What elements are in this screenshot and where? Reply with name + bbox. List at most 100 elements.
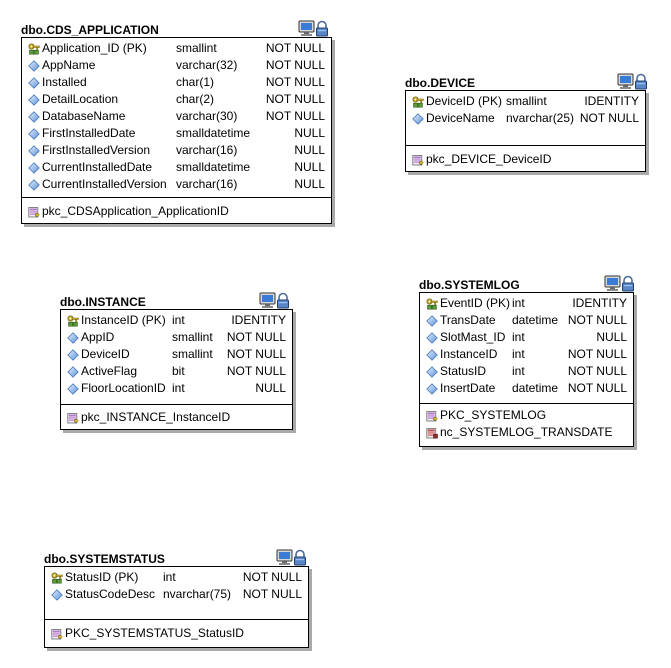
column-nullability: NOT NULL (567, 364, 627, 378)
column-type: varchar(30) (176, 109, 238, 123)
index-name: pkc_DEVICE_DeviceID (426, 152, 552, 166)
column-nullability: NULL (294, 160, 325, 174)
column-name: TransDate (440, 313, 496, 327)
column-name: EventID (PK) (440, 296, 511, 310)
separator (22, 197, 331, 198)
index-row[interactable]: nc_SYSTEMLOG_TRANSDATE (420, 424, 633, 441)
index-row[interactable]: pkc_INSTANCE_InstanceID (61, 409, 292, 426)
column-type: int (512, 347, 525, 361)
column-type: varchar(32) (176, 58, 238, 72)
column-name: DeviceID (81, 347, 130, 361)
primary-key-icon (51, 572, 63, 584)
primary-key-index-icon (426, 410, 438, 422)
index-name: pkc_INSTANCE_InstanceID (81, 410, 231, 424)
column-name: SlotMast_ID (440, 330, 506, 344)
column-name: CurrentInstalledDate (42, 160, 153, 174)
index-list: PKC_SYSTEMSTATUS_StatusID (45, 625, 308, 642)
column-name: Installed (42, 75, 87, 89)
column-icon (67, 383, 79, 395)
table-status-icon (276, 549, 308, 566)
column-name: AppID (81, 330, 115, 344)
column-icon (28, 162, 40, 174)
column-type: smalldatetime (176, 160, 251, 174)
column-nullability: IDENTITY (584, 94, 639, 108)
column-type: varchar(16) (176, 177, 238, 191)
column-nullability: NOT NULL (567, 381, 627, 395)
column-type: datetime (512, 313, 559, 327)
column-name: InsertDate (440, 381, 496, 395)
column-name: FirstInstalledVersion (42, 143, 151, 157)
column-name: FloorLocationID (81, 381, 166, 395)
column-nullability: NOT NULL (265, 75, 325, 89)
column-row[interactable]: CurrentInstalledVersion varchar(16) NULL (22, 176, 331, 193)
table-status-icon (298, 20, 330, 37)
column-nullability: NOT NULL (242, 587, 302, 601)
primary-key-icon (426, 298, 438, 310)
column-name: InstanceID (440, 347, 498, 361)
index-name: pkc_CDSApplication_ApplicationID (42, 204, 229, 218)
column-type: nvarchar(75) (163, 587, 232, 601)
column-name: StatusID (PK) (65, 570, 139, 584)
column-type: smallint (176, 41, 217, 55)
column-icon (28, 111, 40, 123)
column-name: InstanceID (PK) (81, 313, 166, 327)
index-row[interactable]: pkc_DEVICE_DeviceID (406, 151, 645, 168)
column-icon (426, 349, 438, 361)
column-nullability: IDENTITY (231, 313, 286, 327)
column-type: int (172, 313, 185, 327)
column-name: AppName (42, 58, 96, 72)
separator (45, 619, 308, 620)
column-nullability: NULL (596, 330, 627, 344)
column-row[interactable]: InstanceID (PK) int IDENTITY (61, 312, 292, 329)
column-icon (28, 77, 40, 89)
column-name: StatusCodeDesc (65, 587, 156, 601)
column-nullability: NOT NULL (265, 109, 325, 123)
primary-key-index-icon (51, 628, 63, 640)
column-type: smallint (172, 330, 213, 344)
separator (61, 404, 292, 405)
column-name: CurrentInstalledVersion (42, 177, 167, 191)
column-nullability: NULL (294, 177, 325, 191)
column-icon (28, 145, 40, 157)
column-name: FirstInstalledDate (42, 126, 136, 140)
column-type: char(1) (176, 75, 215, 89)
table-status-icon (259, 292, 291, 309)
column-row[interactable]: StatusCodeDesc nvarchar(75) NOT NULL (45, 586, 308, 603)
index-row[interactable]: PKC_SYSTEMSTATUS_StatusID (45, 625, 308, 642)
index-row[interactable]: PKC_SYSTEMLOG (420, 407, 633, 424)
column-row[interactable]: Installed char(1) NOT NULL (22, 74, 331, 91)
column-icon (412, 113, 424, 125)
column-row[interactable]: CurrentInstalledDate smalldatetime NULL (22, 159, 331, 176)
column-name: StatusID (440, 364, 487, 378)
index-list: pkc_INSTANCE_InstanceID (61, 409, 292, 426)
table-title: dbo.INSTANCE (60, 295, 146, 309)
separator (420, 403, 633, 404)
index-row[interactable]: pkc_CDSApplication_ApplicationID (22, 203, 331, 220)
column-name: DeviceName (426, 111, 495, 125)
